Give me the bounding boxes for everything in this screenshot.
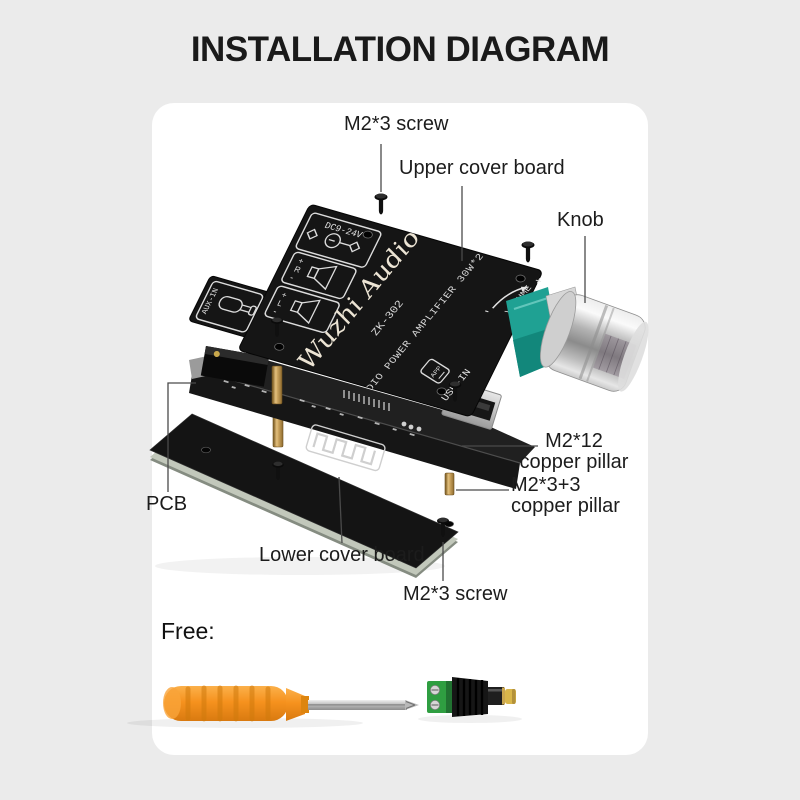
copper-pillar-m2x3p3 — [444, 472, 455, 496]
dc-plug-adapter — [427, 677, 516, 717]
plug-shadow — [418, 715, 522, 723]
label-pcb: PCB — [146, 493, 188, 515]
svg-text:R: R — [292, 265, 302, 275]
coil-pins — [343, 390, 390, 411]
dc-jack — [200, 345, 270, 387]
leader-lines — [167, 144, 586, 581]
terminal-screws — [429, 685, 440, 711]
right-speaker-marking: + R - — [281, 251, 357, 300]
volume-knob — [539, 291, 649, 392]
svg-text:-: - — [482, 303, 493, 318]
label-lower-cover-board: Lower cover board — [259, 544, 425, 566]
svg-text:-: - — [272, 306, 279, 316]
assembly-shadow — [155, 557, 445, 575]
speaker-icon-left — [289, 299, 321, 325]
label-screw-bottom: M2*3 screw — [403, 583, 508, 605]
pcb-pads — [401, 421, 422, 432]
board-screw-holes — [274, 230, 526, 396]
plug-ribs — [456, 678, 484, 716]
leader-lower-cover — [338, 476, 343, 544]
page-title: INSTALLATION DIAGRAM — [190, 30, 610, 69]
speaker-icon-right — [306, 265, 338, 291]
svg-text:+: + — [297, 256, 306, 266]
svg-text:L: L — [276, 299, 285, 309]
handle-ridges — [185, 685, 271, 722]
label-knob: Knob — [557, 209, 604, 231]
aux-jack-icon — [218, 295, 257, 316]
svg-text:-: - — [288, 272, 295, 282]
screwdriver — [163, 685, 419, 722]
label-m2x12-copper-pillar: M2*12 copper pillar — [519, 430, 629, 473]
copper-pillar-on-pcb — [271, 365, 283, 405]
power-jack-icon — [306, 228, 361, 253]
lower-cover-board — [149, 413, 467, 578]
leader-pcb — [167, 382, 196, 492]
upper-cover-board: DC9-24V + R - — [189, 204, 544, 417]
svg-text:+: + — [280, 290, 289, 300]
screw-top-1 — [374, 193, 388, 215]
label-upper-cover-board: Upper cover board — [399, 157, 565, 179]
label-m2x3p3-copper-pillar: M2*3+3 copper pillar — [511, 474, 620, 517]
pcb-silkscreen — [223, 379, 415, 437]
label-screw-top: M2*3 screw — [344, 113, 449, 135]
screw-top-2 — [521, 241, 535, 263]
volume-arrow-icon — [492, 286, 528, 309]
label-free: Free: — [161, 618, 215, 644]
left-speaker-marking: + L - — [264, 285, 340, 334]
bluetooth-antenna-icon — [305, 424, 386, 472]
